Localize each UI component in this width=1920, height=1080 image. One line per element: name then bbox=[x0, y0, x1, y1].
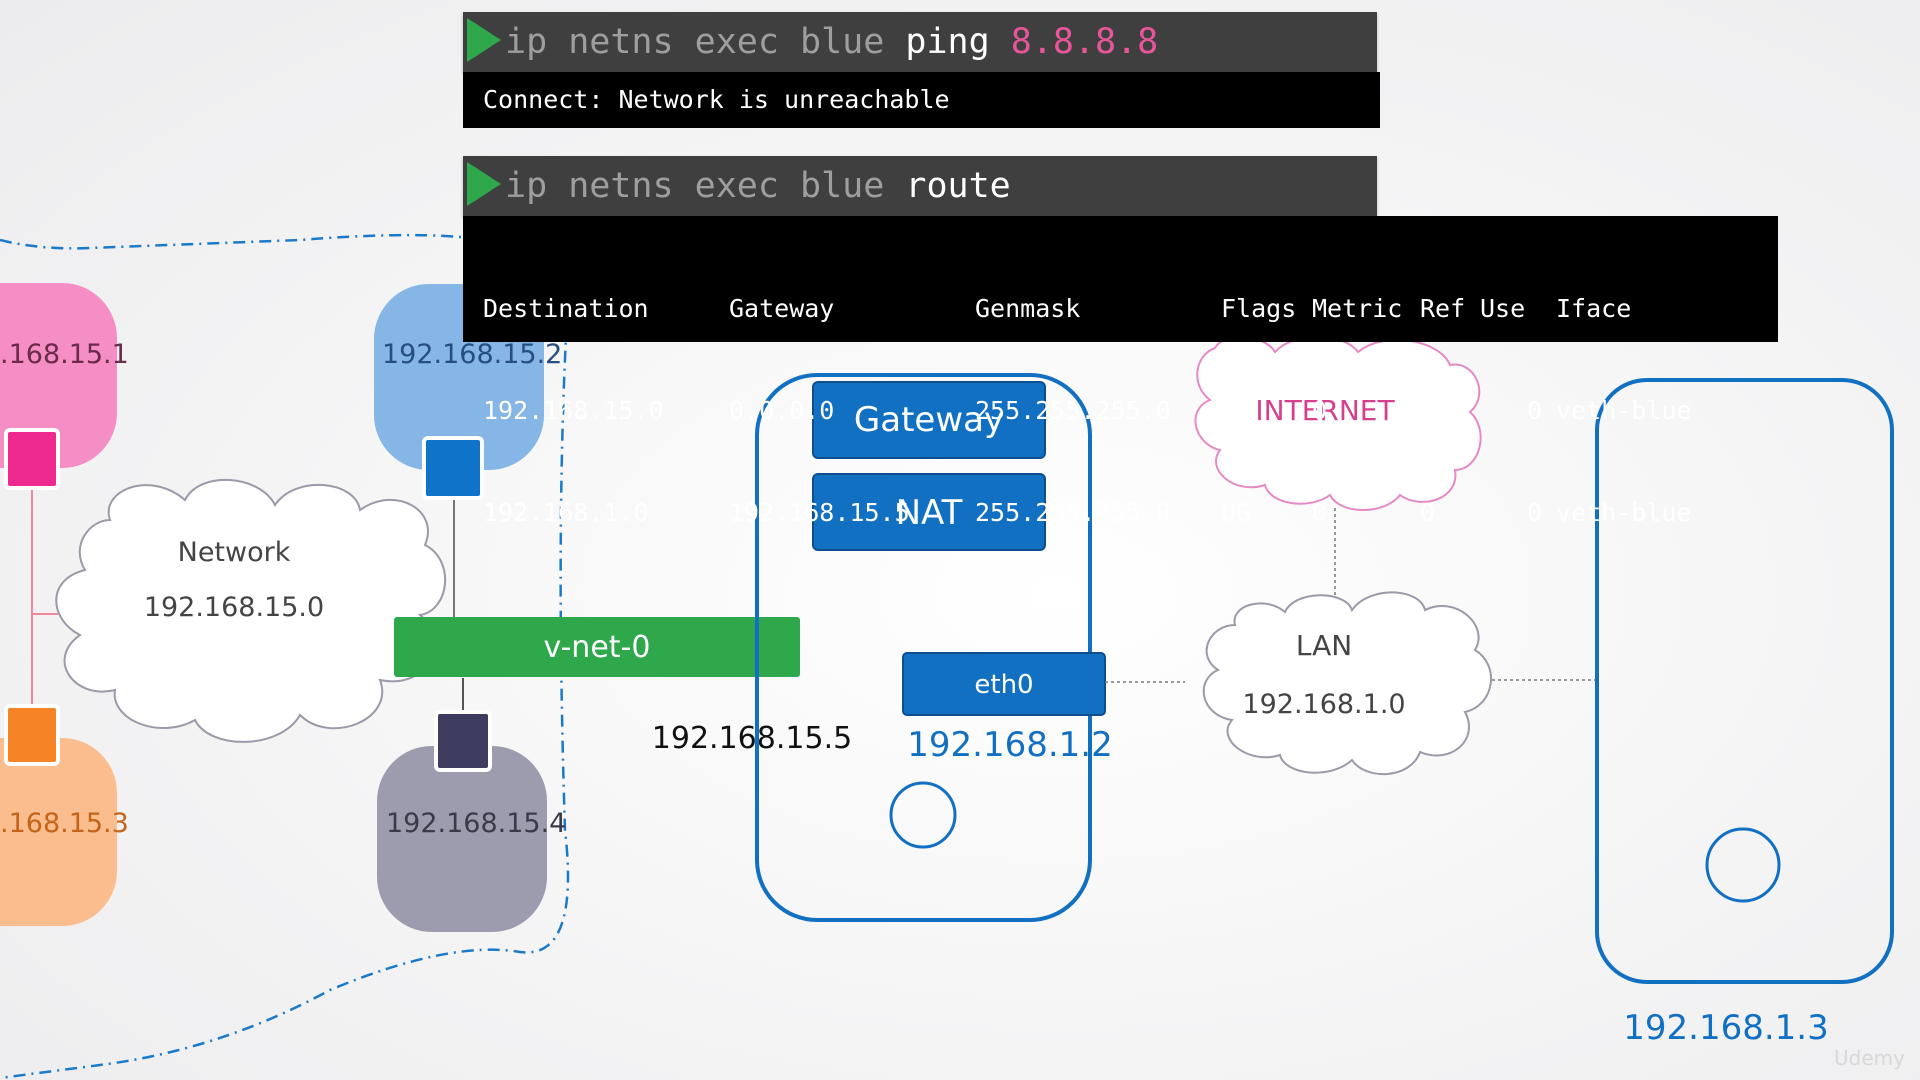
play-prompt-icon bbox=[467, 162, 501, 206]
terminal-route: ip netns exec blue route Destination Gat… bbox=[463, 156, 1778, 527]
port-gray bbox=[434, 710, 492, 772]
eth0-ip: 192.168.1.2 bbox=[907, 725, 1112, 765]
command-bar-route: ip netns exec blue route bbox=[463, 156, 1377, 216]
col-use: Use bbox=[1480, 294, 1526, 323]
nat-label: NAT bbox=[896, 493, 963, 533]
watermark: Udemy bbox=[1834, 1046, 1905, 1070]
namespace-orange-ip: .168.15.3 bbox=[0, 808, 129, 839]
network-cloud-title: Network bbox=[178, 537, 291, 568]
lan-cloud bbox=[1202, 591, 1492, 775]
route-table-header: Destination Gateway Genmask Flags Metric… bbox=[483, 292, 1778, 326]
port-pink bbox=[4, 428, 60, 490]
play-prompt-icon bbox=[467, 18, 501, 62]
col-destination: Destination bbox=[483, 294, 649, 323]
bridge-label: v-net-0 bbox=[544, 630, 651, 665]
remote-host-ip: 192.168.1.3 bbox=[1623, 1008, 1828, 1048]
gateway-label: Gateway bbox=[854, 400, 1004, 440]
command-text-route: ip netns exec blue route bbox=[505, 166, 1011, 206]
command-bar-ping: ip netns exec blue ping 8.8.8.8 bbox=[463, 12, 1377, 72]
namespace-blue-ip: 192.168.15.2 bbox=[382, 339, 562, 370]
remote-host-button-icon bbox=[1705, 827, 1781, 903]
port-orange bbox=[4, 704, 60, 766]
col-metric: Metric bbox=[1312, 294, 1403, 323]
command-text-ping: ip netns exec blue ping 8.8.8.8 bbox=[505, 22, 1159, 62]
namespace-gray bbox=[377, 746, 547, 932]
namespace-orange bbox=[0, 738, 117, 926]
eth0-label: eth0 bbox=[974, 670, 1033, 700]
port-blue bbox=[422, 436, 484, 500]
terminal-ping: ip netns exec blue ping 8.8.8.8 Connect:… bbox=[463, 12, 1380, 128]
bridge-ip: 192.168.15.5 bbox=[652, 721, 852, 756]
bridge-v-net-0 bbox=[394, 617, 800, 677]
col-genmask: Genmask bbox=[975, 294, 1081, 323]
network-cloud bbox=[55, 479, 447, 743]
col-iface: Iface bbox=[1556, 294, 1632, 323]
eth0-box bbox=[902, 652, 1106, 716]
route-row: 192.168.1.0 192.168.15.5 255.255.255.0 U… bbox=[483, 498, 1692, 527]
lan-title: LAN bbox=[1296, 629, 1352, 662]
host-button-icon bbox=[889, 781, 957, 849]
col-gateway: Gateway bbox=[729, 294, 835, 323]
gateway-box bbox=[812, 381, 1046, 459]
route-table: Destination Gateway Genmask Flags Metric… bbox=[463, 216, 1778, 527]
nat-box bbox=[812, 473, 1046, 551]
namespace-gray-ip: 192.168.15.4 bbox=[386, 808, 566, 839]
namespace-pink bbox=[0, 283, 117, 468]
remote-host-box bbox=[1595, 378, 1894, 984]
col-ref: Ref bbox=[1420, 294, 1466, 323]
lan-subnet: 192.168.1.0 bbox=[1242, 689, 1405, 720]
network-cloud-subnet: 192.168.15.0 bbox=[144, 592, 324, 623]
namespace-pink-ip: .168.15.1 bbox=[0, 339, 129, 370]
col-flags: Flags bbox=[1221, 294, 1297, 323]
route-row: 192.168.15.0 0.0.0.0 255.255.255.0 U 0 0… bbox=[483, 396, 1692, 425]
internet-cloud bbox=[1194, 335, 1482, 511]
internet-label: INTERNET bbox=[1255, 394, 1395, 427]
ping-output: Connect: Network is unreachable bbox=[463, 72, 1380, 128]
host-box bbox=[755, 373, 1092, 922]
